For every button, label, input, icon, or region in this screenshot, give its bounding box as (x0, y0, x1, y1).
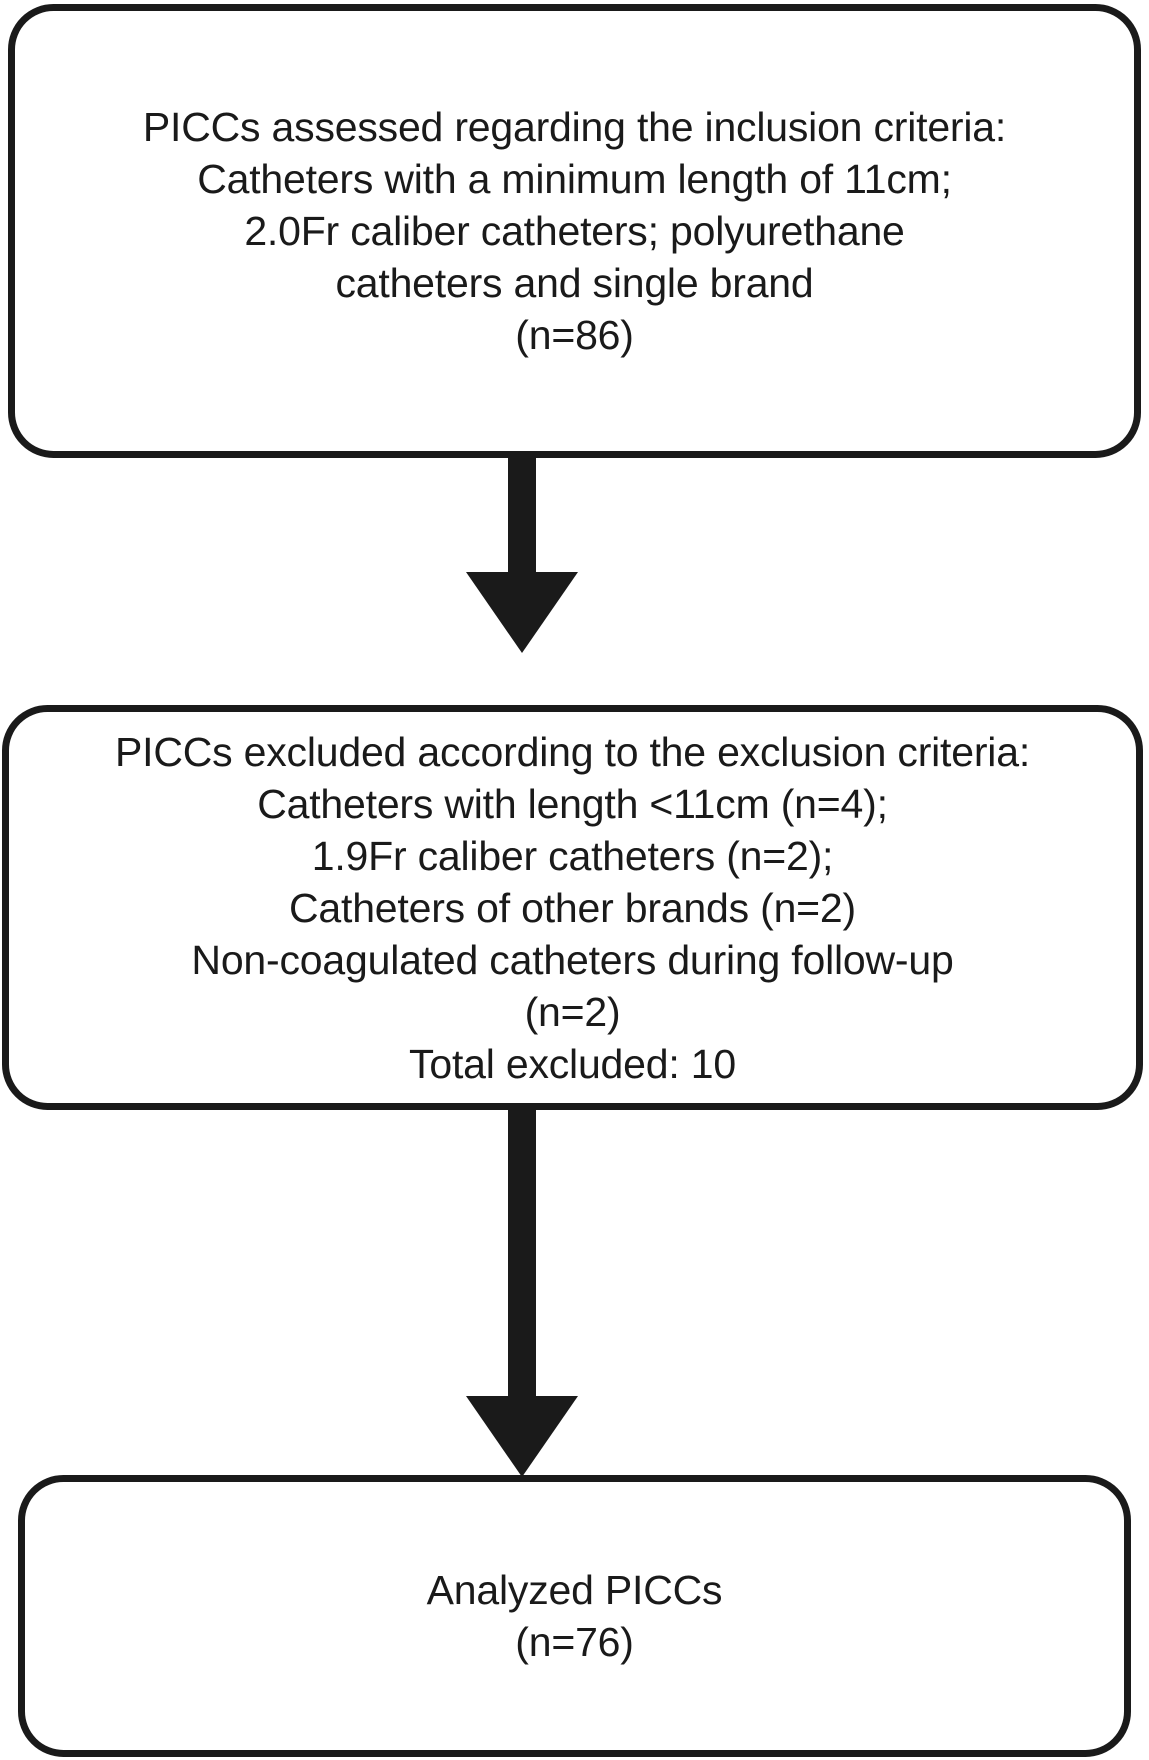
exclusion-criteria-box: PICCs excluded according to the exclusio… (2, 705, 1143, 1110)
inclusion-line-1: PICCs assessed regarding the inclusion c… (142, 104, 1007, 150)
inclusion-line-3: 2.0Fr caliber catheters; polyurethane (244, 208, 905, 254)
analyzed-picc-box: Analyzed PICCs (n=76) (18, 1475, 1131, 1757)
exclusion-box-outline (2, 705, 1143, 1110)
exclusion-line-6: (n=2) (524, 988, 621, 1035)
analyzed-box-outline (18, 1475, 1131, 1757)
arrow-exclusion-to-analyzed (466, 1108, 578, 1477)
inclusion-count: (n=86) (515, 312, 634, 358)
inclusion-criteria-box: PICCs assessed regarding the inclusion c… (8, 4, 1141, 458)
exclusion-total: Total excluded: 10 (409, 1040, 736, 1087)
exclusion-line-4: Catheters of other brands (n=2) (289, 884, 856, 931)
exclusion-line-5: Non-coagulated catheters during follow-u… (191, 936, 954, 983)
exclusion-line-1: PICCs excluded according to the exclusio… (114, 728, 1031, 775)
inclusion-line-2: Catheters with a minimum length of 11cm; (197, 156, 952, 202)
inclusion-box-outline (8, 4, 1141, 458)
analyzed-label: Analyzed PICCs (426, 1567, 723, 1613)
exclusion-line-2: Catheters with length <11cm (n=4); (257, 780, 888, 827)
arrow-inclusion-to-exclusion (466, 456, 578, 653)
exclusion-line-3: 1.9Fr caliber catheters (n=2); (311, 832, 834, 879)
analyzed-count: (n=76) (515, 1619, 634, 1665)
inclusion-line-4: catheters and single brand (335, 260, 814, 306)
